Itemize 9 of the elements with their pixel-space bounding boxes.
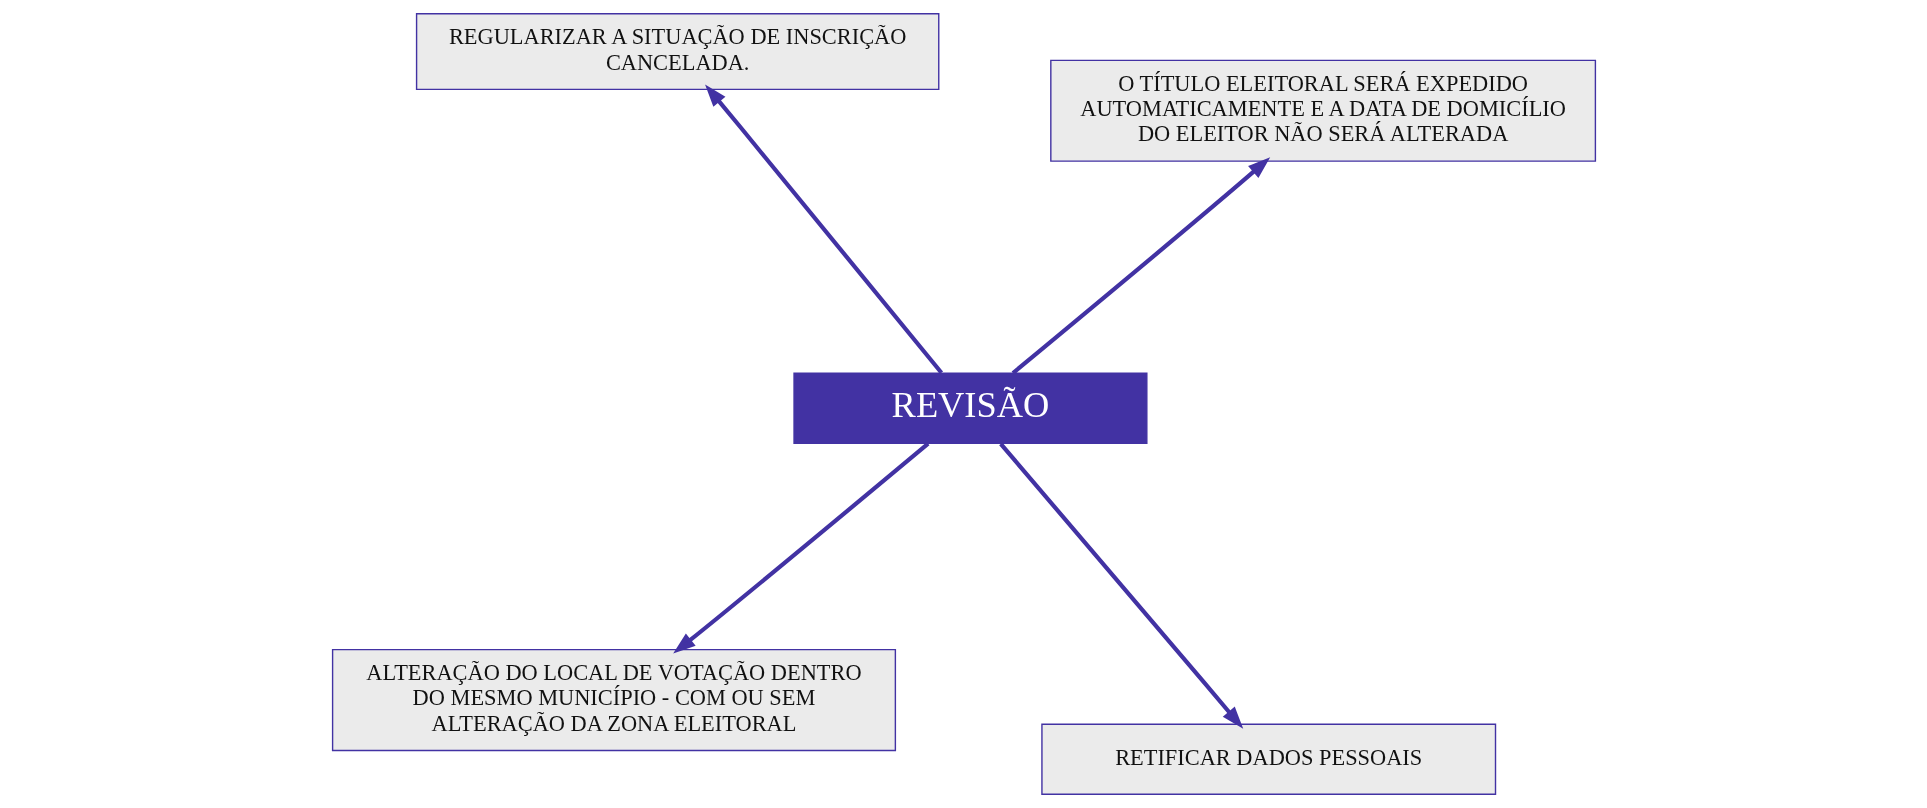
node-box: O TÍTULO ELEITORAL SERÁ EXPEDIDO AUTOMATICAMENTE E A DATA DE DOMICÍLIO DO ELEITOR NÃO SERÁ ALTERADA [1049,59,1596,162]
node-box: REGULARIZAR A SITUAÇÃO DE INSCRIÇÃO CANCELADA. [415,13,939,91]
node-box: REVISÃO [792,372,1148,444]
arrow [998,442,1243,729]
node-box: ALTERAÇÃO DO LOCAL DE VOTAÇÃO DENTRO DO MESMO MUNICÍPIO - COM OU SEM ALTERAÇÃO DA ZONA ELEITORAL [331,648,896,752]
arrow [1011,157,1270,375]
node-box: RETIFICAR DADOS PESSOAIS [1040,723,1496,795]
arrow [672,442,929,654]
arrow [704,84,943,375]
